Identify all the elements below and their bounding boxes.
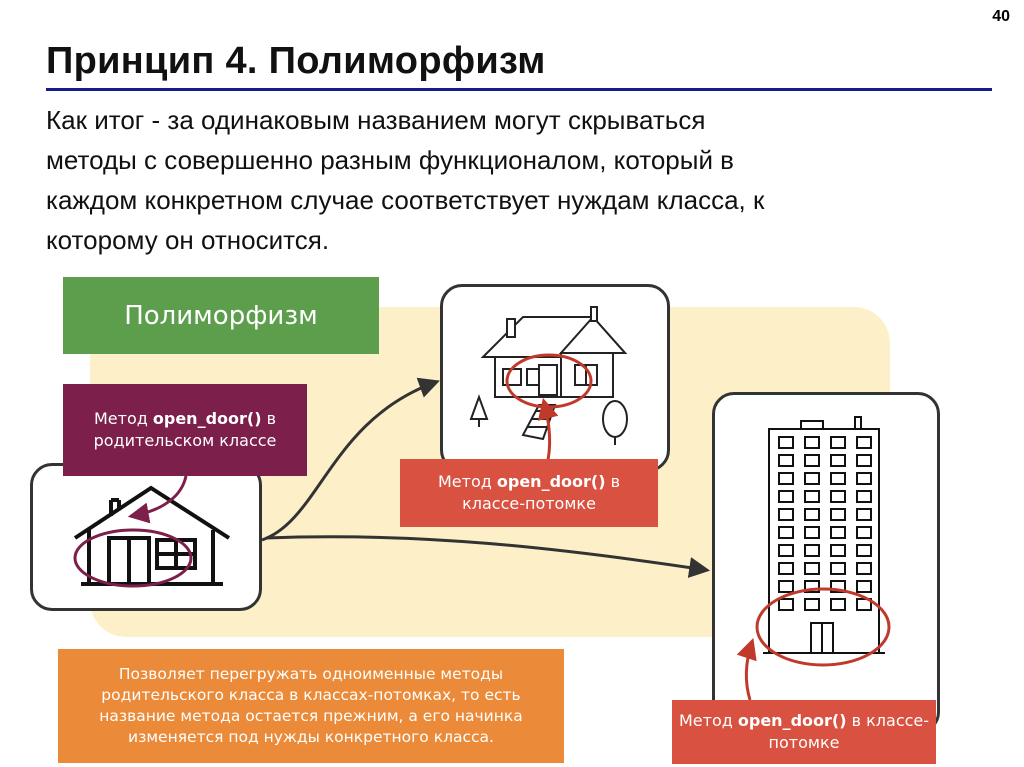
window	[830, 508, 846, 521]
title-underline	[46, 88, 992, 91]
body-line-2: методы с совершенно разным функционалом,…	[46, 145, 734, 175]
window	[830, 526, 846, 539]
child-cottage-card	[440, 284, 670, 472]
polymorphism-diagram: Полиморфизм	[0, 270, 1024, 767]
label-prefix: Метод	[678, 711, 738, 730]
window	[778, 544, 794, 557]
arrow-icon	[736, 638, 757, 701]
body-line-3: каждом конкретном случае соответствует н…	[46, 185, 765, 215]
label-prefix: Метод	[437, 472, 497, 491]
window	[778, 490, 794, 503]
connector-arrows	[127, 377, 757, 701]
arrow-icon	[537, 397, 559, 461]
window	[778, 508, 794, 521]
window	[830, 598, 846, 611]
window	[856, 472, 872, 485]
child-apartment-card	[712, 392, 940, 734]
window	[830, 580, 846, 593]
window	[778, 598, 794, 611]
window	[804, 544, 820, 557]
diagram-heading: Полиморфизм	[63, 277, 379, 354]
window	[804, 490, 820, 503]
cottage-icon	[469, 306, 628, 445]
window	[830, 436, 846, 449]
label-prefix: Метод	[93, 409, 153, 428]
method-name: open_door()	[737, 711, 847, 730]
window	[856, 454, 872, 467]
window	[830, 562, 846, 575]
window	[856, 508, 872, 521]
label-suffix: в классе-потомке	[768, 711, 930, 752]
window	[804, 436, 820, 449]
window	[778, 580, 794, 593]
method-name: open_door()	[152, 409, 262, 428]
page-title: Принцип 4. Полиморфизм	[46, 40, 546, 82]
label-suffix: в классе-потомке	[462, 472, 621, 513]
body-line-1: Как итог - за одинаковым названием могут…	[46, 105, 706, 135]
window	[830, 490, 846, 503]
window	[856, 436, 872, 449]
description-box: Позволяет перегружать одноименные методы…	[58, 649, 564, 763]
window	[856, 490, 872, 503]
child-method-label-apartment: Метод open_door() в классе-потомке	[672, 700, 936, 764]
parent-method-label: Метод open_door() в родительском классе	[63, 384, 307, 476]
window	[830, 472, 846, 485]
parent-house-card	[30, 463, 262, 611]
body-line-4: которому он относится.	[46, 225, 330, 255]
window	[830, 454, 846, 467]
window	[804, 562, 820, 575]
window	[804, 580, 820, 593]
window	[804, 454, 820, 467]
window	[856, 544, 872, 557]
window	[778, 562, 794, 575]
child-method-label-cottage: Метод open_door() в классе-потомке	[400, 459, 658, 527]
label-suffix: в родительском классе	[93, 409, 277, 450]
window	[778, 454, 794, 467]
arrow-icon	[261, 377, 440, 542]
window	[804, 526, 820, 539]
apartment-building-icon	[755, 416, 891, 667]
slide-number: 40	[992, 8, 1010, 25]
window	[804, 508, 820, 521]
arrow-icon	[127, 475, 188, 524]
house-icon	[73, 485, 231, 588]
method-name: open_door()	[496, 472, 606, 491]
window	[804, 598, 820, 611]
window	[778, 526, 794, 539]
window	[856, 598, 872, 611]
window	[830, 544, 846, 557]
arrow-icon	[265, 535, 711, 578]
window	[856, 580, 872, 593]
window	[778, 472, 794, 485]
window	[856, 562, 872, 575]
body-text: Как итог - за одинаковым названием могут…	[46, 100, 1006, 260]
window	[804, 472, 820, 485]
window	[856, 526, 872, 539]
window	[778, 436, 794, 449]
